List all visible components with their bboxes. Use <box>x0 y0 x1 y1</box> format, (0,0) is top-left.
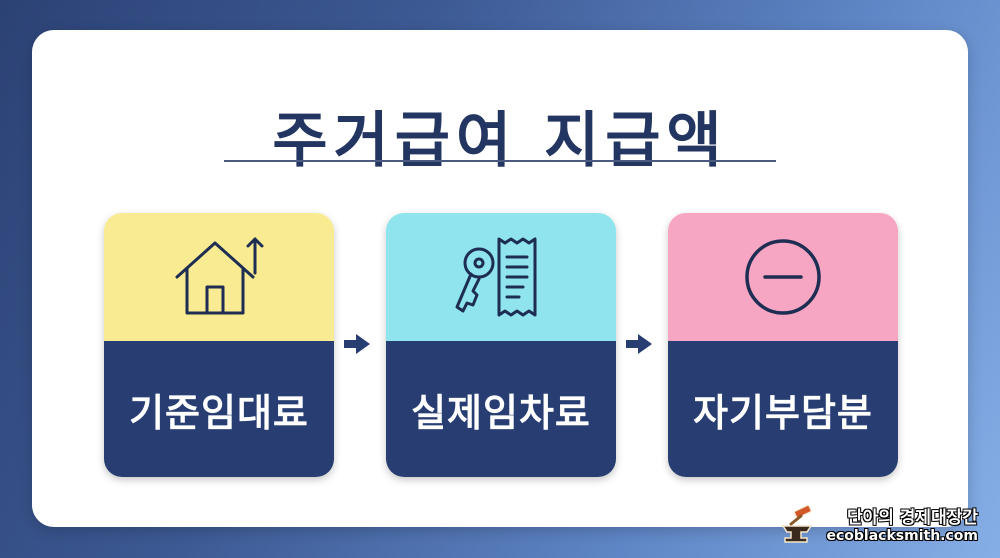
arrow-right-icon <box>626 334 652 354</box>
title-divider <box>224 160 776 162</box>
step-card-self-pay: 자기부담분 <box>668 213 898 477</box>
watermark-url: ecoblacksmith.com <box>826 528 979 544</box>
house-up-arrow-icon <box>175 237 264 315</box>
anvil-hammer-icon <box>781 504 812 543</box>
content-card: 주거급여 지급액 기준임대료 <box>32 30 968 527</box>
watermark: 단아의 경제대장간 ecoblacksmith.com <box>777 503 979 544</box>
step-card-base-rent: 기준임대료 <box>104 213 334 477</box>
page-title: 주거급여 지급액 <box>272 106 728 176</box>
step-card-icon-area <box>104 213 334 341</box>
minus-circle-icon <box>745 239 821 315</box>
step-card-actual-rent: 실제임차료 <box>386 213 616 477</box>
step-label: 실제임차료 <box>386 341 616 477</box>
step-card-icon-area <box>386 213 616 341</box>
step-label: 기준임대료 <box>104 341 334 477</box>
step-label: 자기부담분 <box>668 341 898 477</box>
key-receipt-icon <box>455 237 537 317</box>
step-card-icon-area <box>668 213 898 341</box>
watermark-title: 단아의 경제대장간 <box>846 508 978 528</box>
arrow-right-icon <box>344 334 370 354</box>
